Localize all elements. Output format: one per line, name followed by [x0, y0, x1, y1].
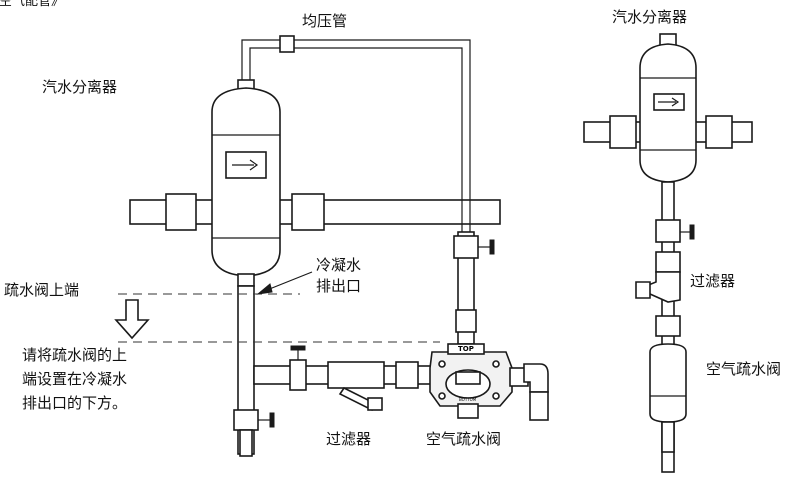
label-condensate-outlet-line1: 冷凝水: [316, 256, 362, 274]
label-steam-separator-right: 汽水分离器: [612, 8, 688, 26]
label-equalizing-pipe: 均压管: [302, 12, 348, 30]
label-trap-upper-end: 疏水阀上端: [4, 281, 80, 299]
outlet-elbow: [509, 363, 549, 421]
air-trap-right: [649, 343, 687, 453]
label-air-trap-right: 空气疏水阀: [706, 360, 782, 378]
union-fitting: [395, 361, 419, 389]
flow-arrow-icon: [232, 159, 259, 171]
equalizing-pipe: [237, 35, 471, 240]
label-strainer-left: 过滤器: [326, 430, 372, 448]
strainer-right: [635, 271, 681, 303]
strainer-left: [327, 361, 385, 412]
flow-arrow-icon-right: [658, 97, 680, 107]
trap-top-mark: TOP: [458, 345, 474, 353]
union-fitting-right: [655, 315, 681, 337]
air-trap-left: [429, 343, 513, 419]
note-line2: 端设置在冷凝水: [22, 370, 128, 388]
trap-bottom-mark: BOTTOM: [459, 397, 477, 402]
caption-fragment: 《空气配管》: [0, 0, 65, 9]
label-steam-separator-left: 汽水分离器: [42, 78, 118, 96]
note-line1: 请将疏水阀的上: [22, 346, 128, 364]
label-strainer-right: 过滤器: [690, 272, 736, 290]
main-steam-pipe: [129, 193, 501, 231]
note-line3: 排出口的下方。: [22, 394, 128, 412]
label-air-trap-left: 空气疏水阀: [426, 430, 502, 448]
condensate-pointer: [256, 271, 313, 295]
steam-separator-right: [639, 33, 697, 183]
label-condensate-outlet-line2: 排出口: [316, 277, 362, 295]
down-arrow-icon: [114, 299, 150, 340]
equalizer-drop: [453, 231, 495, 345]
condensate-drop-pipe: [233, 285, 275, 457]
steam-separator-left: [211, 87, 281, 287]
